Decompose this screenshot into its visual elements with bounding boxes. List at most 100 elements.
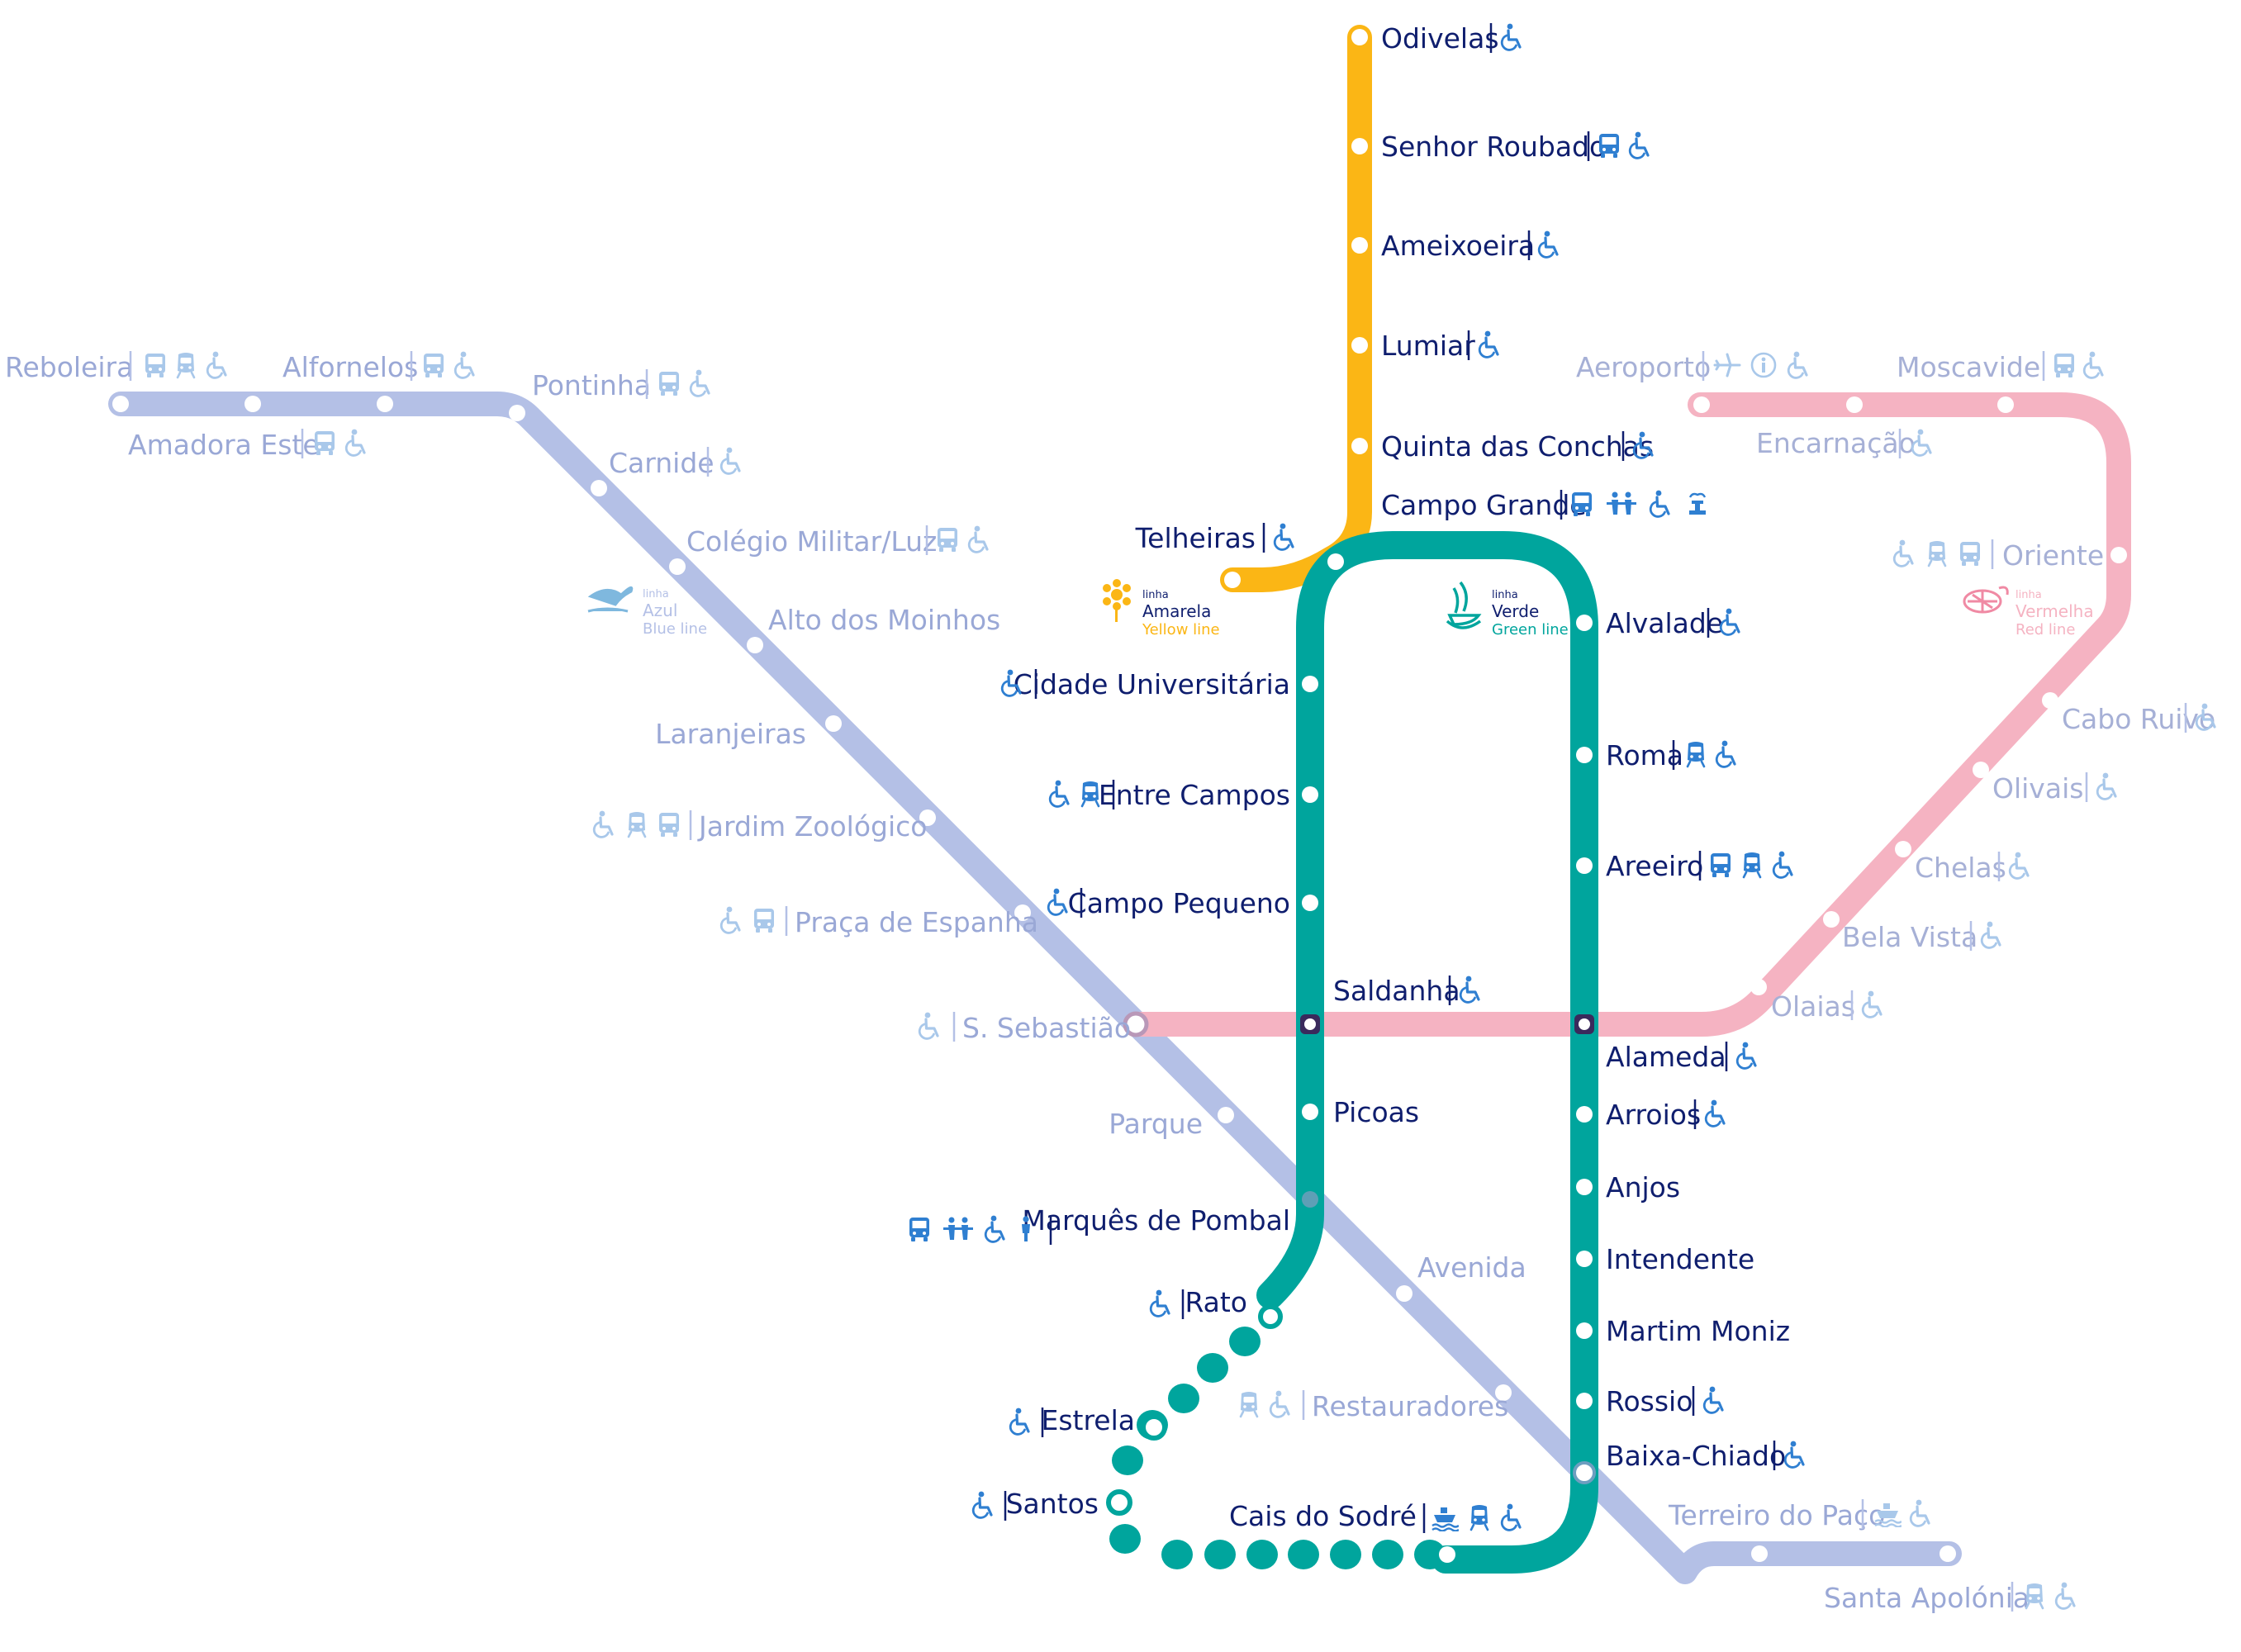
stop-encarnacao[interactable] <box>1846 396 1863 413</box>
plane-icon <box>1713 353 1741 377</box>
label-entre-campos: Entre Campos <box>1099 779 1290 811</box>
label-marques-de-pombal: Marquês de Pombal <box>1022 1204 1290 1237</box>
flower-icon <box>1103 579 1131 622</box>
stop-cidade-universitaria[interactable] <box>1302 676 1318 692</box>
stop-bela-vista[interactable] <box>1823 911 1840 928</box>
stop-intendente[interactable] <box>1576 1251 1593 1267</box>
stop-roma[interactable] <box>1576 747 1593 763</box>
stop-rato[interactable] <box>1258 1304 1283 1329</box>
wheelchair-icon <box>967 525 989 553</box>
stop-cais-do-sodre[interactable] <box>1439 1546 1455 1563</box>
legend-azul-english: Blue line <box>643 620 707 638</box>
label-senhor-roubado: Senhor Roubado <box>1381 131 1606 163</box>
wheelchair-icon <box>1892 539 1914 567</box>
stop-campo-pequeno[interactable] <box>1302 895 1318 911</box>
stop-oriente[interactable] <box>2110 547 2127 563</box>
stop-estrela[interactable] <box>1141 1414 1167 1441</box>
line-verde-extension <box>1109 1327 1446 1569</box>
stop-alvalade[interactable] <box>1576 615 1593 631</box>
stop-chelas[interactable] <box>1895 841 1911 857</box>
bus-icon <box>659 372 679 396</box>
stop-quinta-das-conchas[interactable] <box>1351 438 1368 454</box>
stop-jardim-zoologico[interactable] <box>919 809 936 826</box>
stop-lumiar[interactable] <box>1351 337 1368 354</box>
stop-anjos[interactable] <box>1576 1179 1593 1195</box>
legend-vermelha: linha Vermelha Red line <box>1963 586 2094 638</box>
wheelchair-icon <box>1459 976 1480 1004</box>
label-alameda: Alameda <box>1606 1041 1726 1073</box>
wheelchair-icon <box>719 906 741 934</box>
stop-terreiro-do-paco[interactable] <box>1751 1545 1768 1562</box>
line-azul <box>108 392 1962 1584</box>
stop-carnide[interactable] <box>591 480 607 496</box>
label-oriente: Oriente <box>2002 539 2104 572</box>
stop-restauradores[interactable] <box>1495 1384 1512 1401</box>
label-cais-do-sodre: Cais do Sodré <box>1229 1500 1417 1532</box>
stop-rossio[interactable] <box>1576 1393 1593 1409</box>
legend-verde-name: Verde <box>1492 601 1539 621</box>
train-icon <box>2025 1582 2044 1610</box>
wheelchair-icon <box>344 429 366 457</box>
label-pontinha: Pontinha <box>532 369 651 401</box>
wheelchair-icon <box>1702 1386 1724 1414</box>
stop-martim-moniz[interactable] <box>1576 1322 1593 1339</box>
stop-cabo-ruivo[interactable] <box>2042 692 2058 709</box>
wheelchair-icon <box>1735 1042 1757 1070</box>
stop-aeroporto[interactable] <box>1693 396 1710 413</box>
stop-olivais[interactable] <box>1973 762 1989 778</box>
interchanges <box>1300 553 1596 1484</box>
train-icon <box>176 351 196 379</box>
stop-pontinha[interactable] <box>509 405 525 421</box>
legend-amarela: linha Amarela Yellow line <box>1103 579 1220 638</box>
stop-ameixoeira[interactable] <box>1351 237 1368 254</box>
stop-areeiro[interactable] <box>1576 857 1593 874</box>
stop-odivelas[interactable] <box>1351 29 1368 45</box>
stop-alto-dos-moinhos[interactable] <box>747 637 763 653</box>
label-encarnacao: Encarnação <box>1756 427 1916 459</box>
stop-praca-de-espanha[interactable] <box>1014 904 1031 921</box>
legend-amarela-prefix: linha <box>1142 589 1169 601</box>
bus-icon <box>2054 354 2074 377</box>
stop-moscavide[interactable] <box>1997 396 2014 413</box>
train-icon <box>627 810 647 838</box>
stop-arroios[interactable] <box>1576 1106 1593 1123</box>
stop-parque[interactable] <box>1218 1107 1234 1123</box>
labels: Odivelas Senhor Roubado Ameixoeira Lumia… <box>5 22 2216 1614</box>
label-cabo-ruivo: Cabo Ruivo <box>2062 703 2215 735</box>
stop-telheiras[interactable] <box>1224 572 1241 588</box>
stop-campo-grande[interactable] <box>1327 553 1344 570</box>
stop-colegio-militar[interactable] <box>669 558 686 575</box>
stop-avenida[interactable] <box>1396 1285 1412 1302</box>
stop-laranjeiras[interactable] <box>825 715 842 732</box>
label-s-sebastiao: S. Sebastião <box>962 1012 1131 1044</box>
stop-amadora-este[interactable] <box>245 396 261 412</box>
stop-senhor-roubado[interactable] <box>1351 138 1368 154</box>
stop-s-sebastiao[interactable] <box>1123 1011 1149 1037</box>
label-rossio: Rossio <box>1606 1385 1693 1417</box>
stop-entre-campos[interactable] <box>1302 786 1318 803</box>
label-odivelas: Odivelas <box>1381 22 1499 55</box>
label-avenida: Avenida <box>1417 1251 1526 1284</box>
label-santos: Santos <box>1006 1488 1099 1520</box>
stop-alfornelos[interactable] <box>377 396 393 412</box>
wheelchair-icon <box>206 351 227 379</box>
bus-icon <box>315 431 335 455</box>
stop-olaias[interactable] <box>1750 979 1767 995</box>
stop-marques-de-pombal[interactable] <box>1302 1191 1318 1208</box>
bus-icon <box>938 528 957 552</box>
label-lumiar: Lumiar <box>1381 330 1475 362</box>
label-campo-grande: Campo Grande <box>1381 489 1587 521</box>
stop-santa-apolonia[interactable] <box>1940 1545 1956 1562</box>
stop-alameda-dot <box>1579 1018 1590 1030</box>
legend-vermelha-english: Red line <box>2015 621 2075 638</box>
stop-santos[interactable] <box>1106 1489 1132 1516</box>
stop-reboleira[interactable] <box>112 396 129 412</box>
stop-baixa-chiado[interactable] <box>1573 1461 1596 1484</box>
train-icon <box>1469 1503 1489 1531</box>
label-intendente: Intendente <box>1606 1243 1754 1275</box>
label-estrela: Estrela <box>1041 1404 1135 1436</box>
parking-icon <box>943 1217 973 1240</box>
stop-picoas[interactable] <box>1302 1104 1318 1120</box>
label-laranjeiras: Laranjeiras <box>655 718 806 750</box>
label-roma: Roma <box>1606 739 1683 771</box>
